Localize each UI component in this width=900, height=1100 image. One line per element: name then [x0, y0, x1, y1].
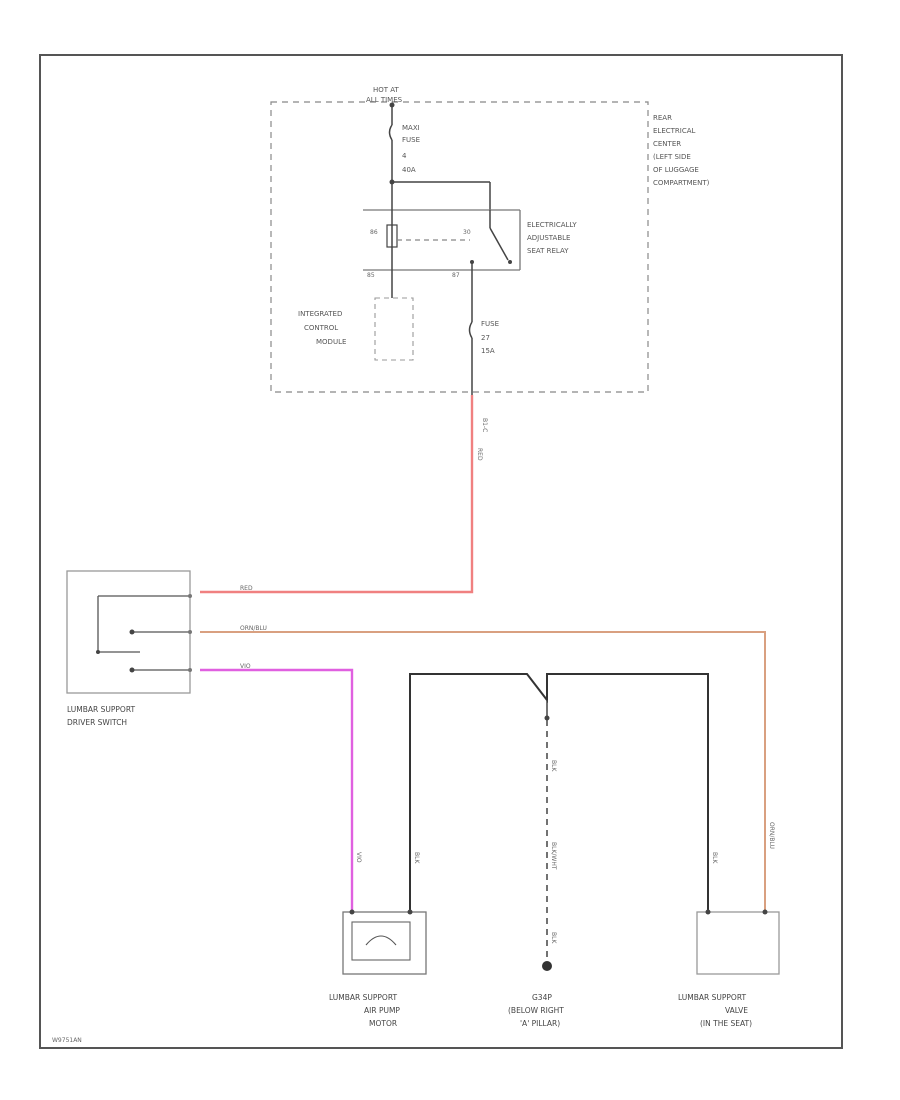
- driver-switch-label-2: DRIVER SWITCH: [67, 718, 127, 727]
- ground-label-3: 'A' PILLAR): [520, 1019, 560, 1028]
- air-pump-motor: [342, 909, 427, 975]
- icm-label-3: MODULE: [316, 338, 346, 346]
- ground-label-1: G34P: [532, 993, 552, 1002]
- feed-terminal: [389, 102, 395, 108]
- pump-label-1: LUMBAR SUPPORT: [329, 993, 398, 1002]
- seat-relay: 86 30 85 87: [363, 200, 521, 290]
- icm-label-2: CONTROL: [304, 324, 338, 332]
- pump-label-3: MOTOR: [369, 1019, 397, 1028]
- svg-text:OF LUGGAGE: OF LUGGAGE: [653, 166, 699, 174]
- maxi-fuse-symbol: [388, 124, 393, 141]
- relay-pin-86: 86: [370, 229, 378, 236]
- valve-label-3: (IN THE SEAT): [700, 1019, 752, 1028]
- violet-wire-label: VIO: [240, 663, 251, 670]
- violet-wire-lower-label: VIO: [355, 852, 362, 863]
- relay-label-3: SEAT RELAY: [527, 247, 569, 255]
- connector-b1c-label: B1-C: [481, 418, 488, 432]
- rear-electrical-center-box: [270, 101, 649, 393]
- icm-label-1: INTEGRATED: [298, 310, 342, 318]
- maxi-fuse-label: MAXI: [402, 124, 420, 132]
- black-wire-valve-label: BLK: [711, 852, 718, 864]
- power-feed: [391, 105, 491, 210]
- feed-junction: [389, 179, 395, 185]
- fuse-27-label: FUSE: [481, 320, 499, 328]
- fuse-27-amps: 15A: [481, 347, 495, 355]
- relay-pin-85: 85: [367, 272, 375, 279]
- orange-blue-wire-label: ORN/BLU: [240, 625, 267, 632]
- pump-label-2: AIR PUMP: [364, 1006, 400, 1015]
- fuse-27: [468, 290, 473, 395]
- relay-label-1: ELECTRICALLY: [527, 221, 577, 229]
- rear-electrical-center-label: REAR ELECTRICAL CENTER (LEFT SIDE OF LUG…: [653, 114, 710, 187]
- footer-code: W9751AN: [52, 1037, 82, 1044]
- all-times-label: ALL TIMES: [366, 96, 403, 104]
- maxi-fuse-label-2: FUSE: [402, 136, 420, 144]
- maxi-fuse-number: 4: [402, 152, 407, 160]
- svg-text:COMPARTMENT): COMPARTMENT): [653, 179, 710, 187]
- svg-text:(LEFT SIDE: (LEFT SIDE: [653, 153, 691, 161]
- relay-label-2: ADJUSTABLE: [527, 234, 570, 242]
- svg-text:CENTER: CENTER: [653, 140, 681, 148]
- violet-wire: [200, 668, 354, 912]
- ground-wire-label: BLK: [550, 760, 557, 772]
- valve-label-1: LUMBAR SUPPORT: [678, 993, 747, 1002]
- red-wire-label: RED: [240, 585, 253, 592]
- ground-branch: [542, 700, 552, 971]
- driver-switch-label-1: LUMBAR SUPPORT: [67, 705, 136, 714]
- icm-box: [374, 297, 414, 361]
- diagram-frame: [39, 54, 843, 1049]
- red-wire: [200, 395, 474, 594]
- ground-connector-label: BLK/WHT: [550, 842, 557, 870]
- maxi-fuse-amps: 40A: [402, 166, 416, 174]
- hot-at-label: HOT AT: [373, 86, 400, 94]
- orange-blue-valve-label: ORN/BLU: [768, 822, 775, 849]
- ground-label-2: (BELOW RIGHT: [508, 1006, 564, 1015]
- lumbar-driver-switch: [66, 570, 192, 694]
- red-wire-label-vertical: RED: [476, 448, 483, 461]
- black-wire: [409, 673, 709, 912]
- relay-pin-30: 30: [463, 229, 471, 236]
- fuse-27-number: 27: [481, 334, 490, 342]
- ground-wire-label-2: BLK: [550, 932, 557, 944]
- orange-blue-wire: [200, 631, 766, 912]
- svg-text:REAR: REAR: [653, 114, 672, 122]
- valve-label-2: VALVE: [725, 1006, 748, 1015]
- relay-pin-87: 87: [452, 272, 460, 279]
- lumbar-valve: [696, 909, 780, 975]
- black-wire-pump-label: BLK: [413, 852, 420, 864]
- svg-text:ELECTRICAL: ELECTRICAL: [653, 127, 696, 135]
